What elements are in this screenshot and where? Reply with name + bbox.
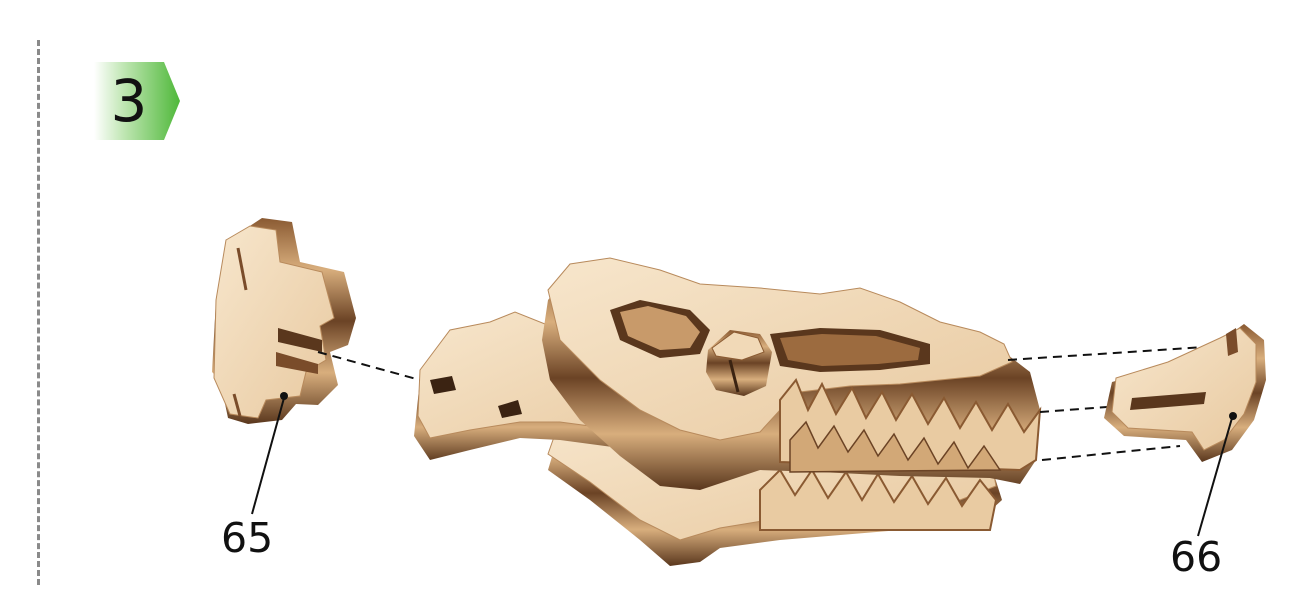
guide-line-66-bottom [1042,446,1180,460]
part-66-connector [1104,324,1266,462]
part-number-label: 65 [221,516,273,560]
part-number-label: 66 [1170,535,1222,579]
callout-dot-66 [1229,412,1237,420]
callout-dot-65 [280,392,288,400]
